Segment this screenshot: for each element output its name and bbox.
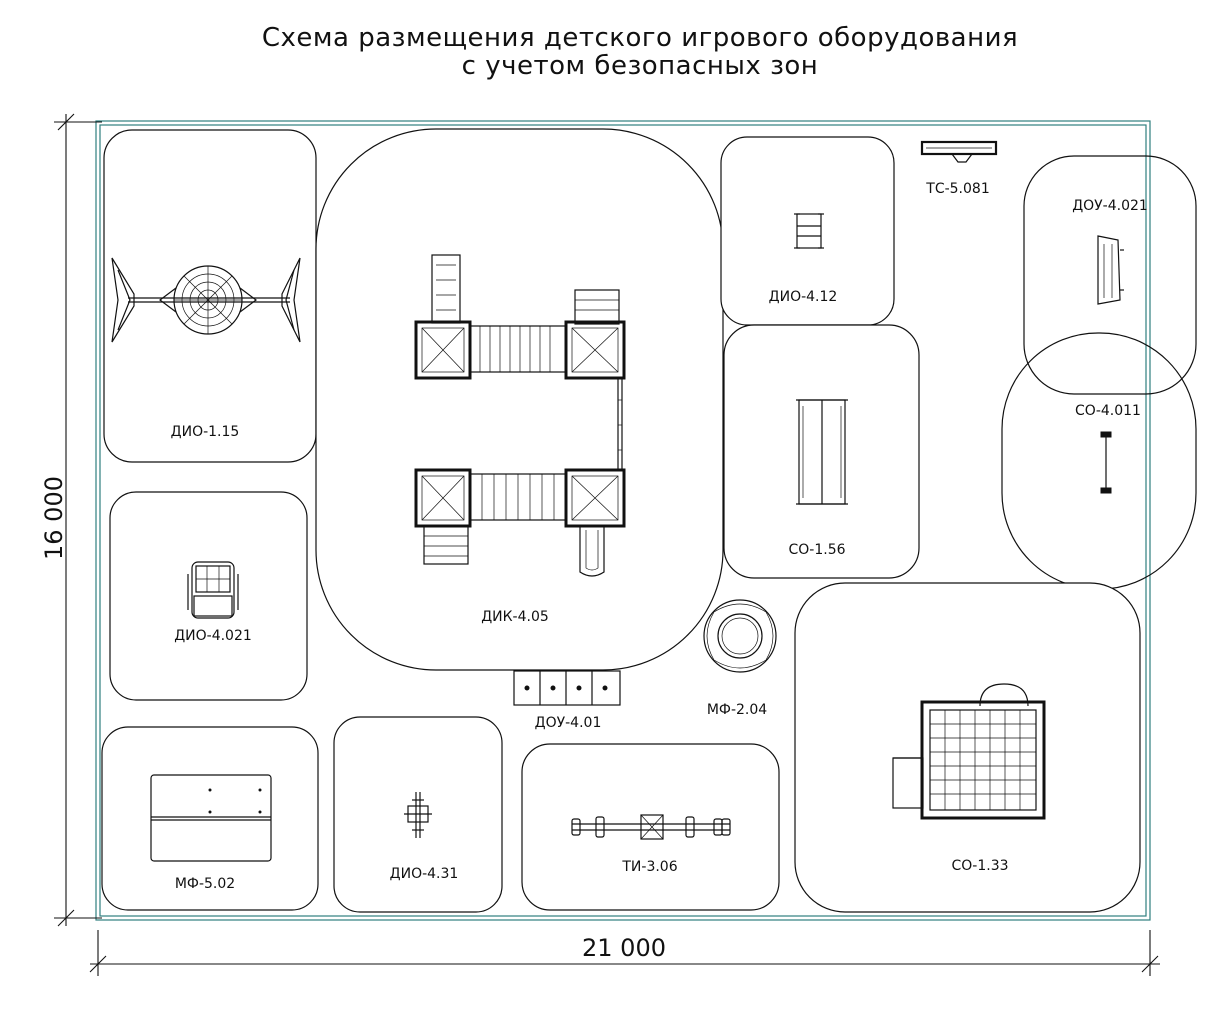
label-mf-2-04: МФ-2.04 [707, 702, 767, 718]
label-co-1-33: СО-1.33 [951, 858, 1008, 874]
label-co-4-011: СО-4.011 [1075, 403, 1141, 419]
label-co-1-56: СО-1.56 [788, 542, 845, 558]
width-dimension-label: 21 000 [582, 934, 666, 962]
equipment-dio-4-021 [187, 561, 239, 619]
title-line-1: Схема размещения детского игрового обору… [262, 23, 1018, 53]
label-dio-1-15: ДИО-1.15 [171, 424, 240, 440]
zone-dio-4-31: ДИО-4.31 [333, 716, 503, 913]
label-ti-3-06: ТИ-3.06 [621, 859, 677, 875]
site-boundary [95, 120, 1151, 921]
zone-dou-4-021: ДОУ-4.021 [1023, 155, 1197, 395]
height-dimension: 16 000 [40, 113, 102, 927]
equipment-ts-5-081: ТС-5.081 [920, 140, 998, 197]
label-dio-4-021: ДИО-4.021 [174, 628, 252, 644]
label-dou-4-01: ДОУ-4.01 [535, 715, 602, 731]
zone-dio-4-021: ДИО-4.021 [109, 491, 308, 701]
title-line-2: с учетом безопасных зон [462, 51, 819, 81]
equipment-co-1-56 [796, 399, 848, 505]
label-mf-5-02: МФ-5.02 [175, 876, 235, 892]
equipment-ti-3-06 [571, 814, 731, 840]
equipment-dik-4-05 [414, 254, 626, 577]
equipment-dou-4-021 [1097, 235, 1124, 305]
label-dik-4-05: ДИК-4.05 [481, 609, 549, 625]
label-dou-4-021: ДОУ-4.021 [1072, 198, 1148, 214]
equipment-co-4-011 [1100, 431, 1112, 494]
equipment-mf-2-04: МФ-2.04 [703, 599, 777, 718]
equipment-dio-4-31 [404, 792, 432, 838]
zone-co-1-33: СО-1.33 [794, 582, 1141, 913]
equipment-dou-4-01: ДОУ-4.01 [513, 670, 621, 731]
label-dio-4-31: ДИО-4.31 [390, 866, 459, 882]
width-dimension: 21 000 [89, 930, 1160, 976]
height-dimension-label: 16 000 [40, 476, 68, 560]
label-dio-4-12: ДИО-4.12 [769, 289, 838, 305]
zone-dio-4-12: ДИО-4.12 [720, 136, 895, 326]
zone-dio-1-15: ДИО-1.15 [103, 129, 317, 463]
zone-ti-3-06: ТИ-3.06 [521, 743, 780, 911]
equipment-co-1-33 [892, 683, 1046, 820]
zone-dik-4-05: ДИК-4.05 [315, 128, 724, 671]
zone-co-4-011: СО-4.011 [1001, 332, 1197, 590]
zone-co-1-56: СО-1.56 [723, 324, 920, 579]
zone-mf-5-02: МФ-5.02 [101, 726, 319, 911]
equipment-dio-1-15 [111, 257, 301, 343]
label-ts-5-081: ТС-5.081 [925, 181, 989, 197]
equipment-dio-4-12 [794, 213, 824, 249]
equipment-mf-5-02 [150, 774, 272, 862]
